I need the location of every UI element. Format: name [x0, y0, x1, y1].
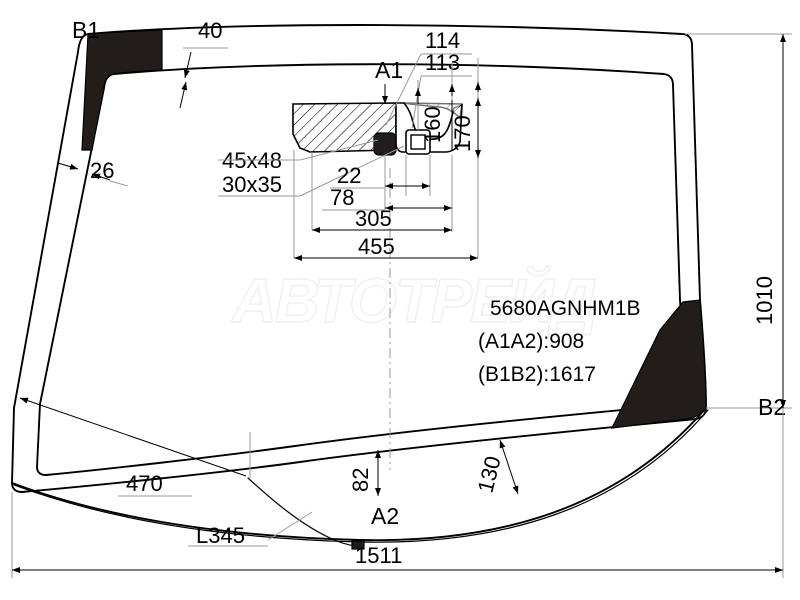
dimension-overall-width: 1511: [11, 408, 784, 578]
label-l345: L345: [196, 523, 245, 548]
corner-label-b2: B2: [758, 394, 786, 420]
dim-470-label: 470: [126, 471, 163, 496]
dimension-top-band-40: 40: [179, 18, 228, 109]
part-number-block: 5680AGNHM1B (A1A2):908 (B1B2):1617: [478, 297, 641, 386]
label-a2-group: A2: [371, 503, 399, 529]
label-a1: A1: [375, 57, 403, 83]
dim-26-label: 26: [90, 158, 114, 183]
a-span: (A1A2):908: [478, 330, 584, 353]
dim-82-label: 82: [348, 468, 373, 492]
dimension-170: 170: [450, 92, 481, 158]
dim-455-label: 455: [358, 234, 395, 259]
dimension-82: 82: [348, 450, 381, 496]
dim-130-label: 130: [473, 454, 506, 496]
sensor-inner-square: [410, 134, 426, 150]
dimension-160: 160: [420, 96, 453, 150]
dim-40-label: 40: [198, 18, 222, 43]
label-b1: B1: [72, 17, 100, 43]
watermark: АВТОТРЕЙД: [229, 264, 598, 336]
watermark-text: АВТОТРЕЙД: [230, 265, 596, 336]
dim-170-label: 170: [450, 115, 475, 152]
dim-22-label: 22: [337, 163, 361, 188]
mirror-sensor-bracket: [292, 102, 463, 156]
corner-label-b1: B1: [72, 17, 100, 43]
dimension-113: 113: [411, 50, 472, 129]
dim-305-label: 305: [355, 206, 392, 231]
antenna-lead-group: L345: [188, 477, 365, 550]
dimension-114: 114: [385, 28, 472, 126]
dimension-left-band-26: 26: [57, 158, 129, 187]
antenna-terminal: [351, 540, 365, 550]
black-corner-patch-b2: [610, 299, 707, 429]
dim-160-label: 160: [420, 106, 445, 143]
dim-1511-label: 1511: [355, 543, 402, 568]
label-30x35: 30x35: [222, 172, 282, 197]
part-number: 5680AGNHM1B: [490, 297, 641, 320]
dim-114-label: 114: [425, 28, 460, 53]
dim-78-label: 78: [330, 185, 354, 210]
label-b2: B2: [758, 394, 786, 420]
black-corner-patch-b1: [81, 29, 163, 151]
b-span: (B1B2):1617: [478, 363, 596, 386]
dim-113-label: 113: [425, 50, 460, 75]
dimension-130: 130: [473, 439, 519, 496]
label-a1-group: A1: [375, 57, 403, 104]
dimension-470: 470: [19, 397, 251, 497]
label-a2: A2: [371, 503, 399, 529]
dimension-chain: 22 78 305 455: [293, 150, 479, 261]
dim-1010-label: 1010: [752, 276, 777, 325]
patch-size-labels: 45x48 30x35: [218, 139, 405, 197]
dimension-overall-height: 1010: [685, 33, 792, 409]
